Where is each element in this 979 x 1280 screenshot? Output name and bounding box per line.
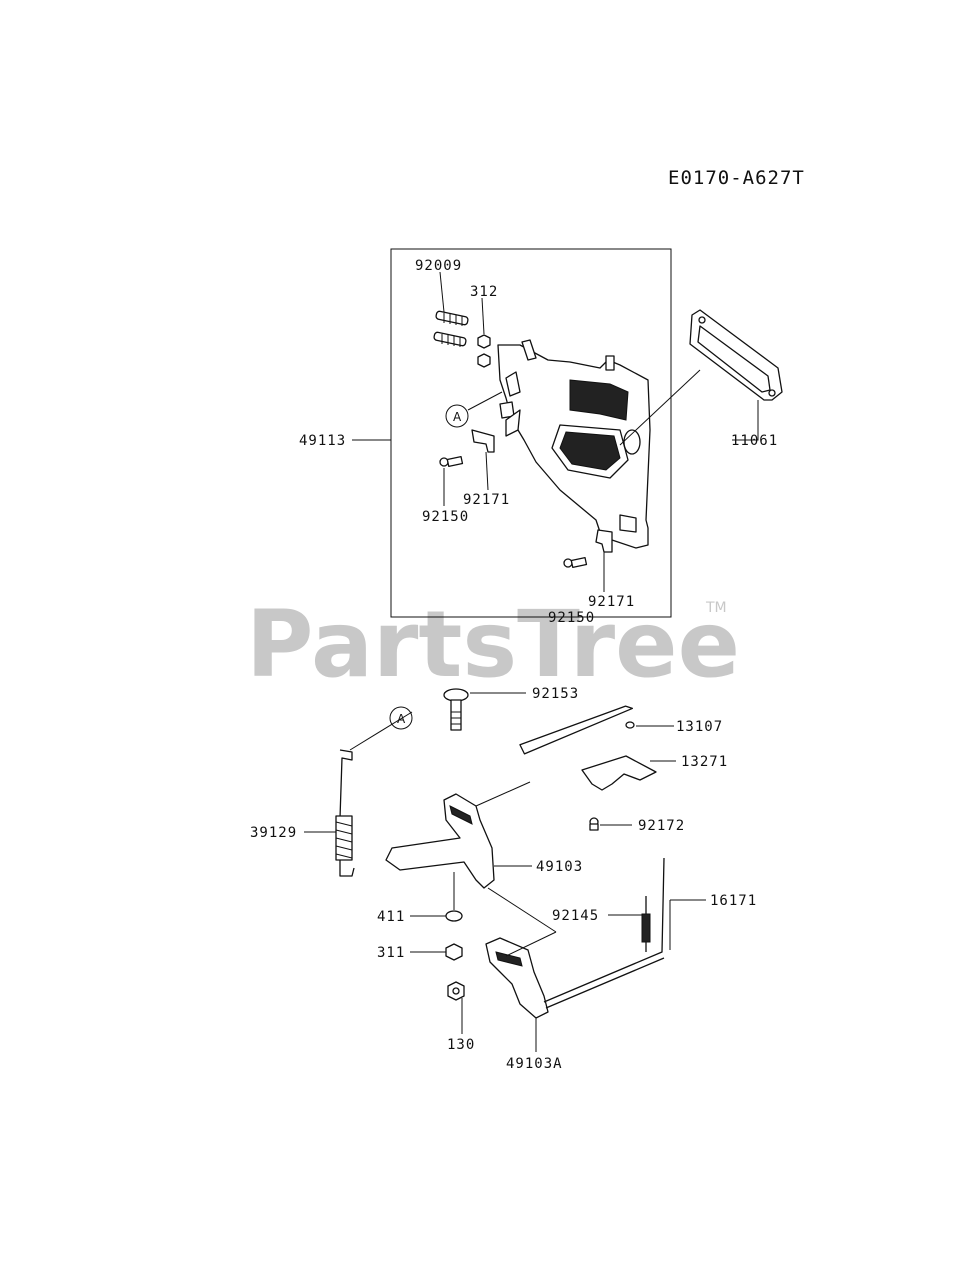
leader-lines	[304, 271, 759, 1052]
label-92171-b[interactable]: 92171	[588, 594, 635, 610]
plate-13271-shape	[581, 755, 657, 791]
bolt-92009-shape	[433, 310, 469, 347]
lever-49103-shape	[385, 793, 495, 889]
label-92009[interactable]: 92009	[415, 258, 462, 274]
label-92171-a[interactable]: 92171	[463, 492, 510, 508]
shaft-13107-shape	[519, 705, 635, 755]
rod-16171-shape	[543, 857, 665, 1009]
plate-49113-shape	[497, 339, 651, 549]
label-92153[interactable]: 92153	[532, 686, 579, 702]
bracket-92171-b-shape	[595, 529, 613, 553]
lever-49103A-shape	[485, 937, 549, 1019]
bracket-92171-a-shape	[471, 429, 495, 453]
label-311[interactable]: 311	[377, 945, 405, 961]
callout-a-lower	[389, 706, 413, 730]
label-92172[interactable]: 92172	[638, 818, 685, 834]
screw-92150-a-shape	[439, 455, 464, 468]
bolt-130-shape	[447, 981, 465, 1001]
nut-312-shape	[477, 334, 491, 368]
nut-311-shape	[445, 943, 463, 961]
label-92145[interactable]: 92145	[552, 908, 599, 924]
diagram-code: E0170-A627T	[668, 167, 805, 189]
spring-92145-shape	[641, 896, 651, 952]
label-312[interactable]: 312	[470, 284, 498, 300]
watermark-trademark: TM	[705, 600, 727, 616]
bolt-92153-shape	[443, 688, 469, 731]
watermark: PartsTree	[246, 591, 740, 698]
gasket-11061-shape	[689, 309, 783, 401]
label-11061[interactable]: 11061	[731, 433, 778, 449]
label-16171[interactable]: 16171	[710, 893, 757, 909]
label-92150-b[interactable]: 92150	[548, 610, 595, 626]
callout-a-upper	[445, 404, 469, 428]
label-13107[interactable]: 13107	[676, 719, 723, 735]
screw-92172-shape	[589, 817, 599, 831]
label-92150-a[interactable]: 92150	[422, 509, 469, 525]
spring-39129-shape	[335, 749, 355, 877]
assembly-frame	[390, 248, 672, 618]
label-39129[interactable]: 39129	[250, 825, 297, 841]
callout-a-upper-label: A	[453, 410, 462, 424]
screw-92150-b-shape	[563, 556, 588, 569]
label-49113[interactable]: 49113	[299, 433, 346, 449]
washer-411-shape	[445, 910, 463, 922]
label-13271[interactable]: 13271	[681, 754, 728, 770]
label-49103A[interactable]: 49103A	[506, 1056, 563, 1072]
label-49103[interactable]: 49103	[536, 859, 583, 875]
label-130[interactable]: 130	[447, 1037, 475, 1053]
label-411[interactable]: 411	[377, 909, 405, 925]
